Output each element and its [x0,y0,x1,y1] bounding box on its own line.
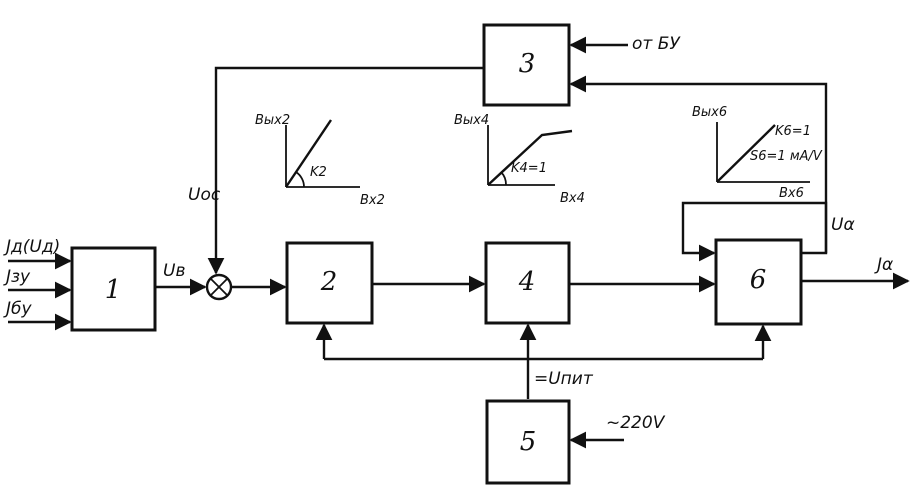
input-signal-3: Jбу [3,299,32,319]
block-3: 3 [482,23,571,107]
block-4-label: 4 [518,267,536,297]
block-4: 4 [484,241,571,325]
link-6-to-3 [569,75,828,253]
signal-ac-supply: ~220V [606,413,666,433]
signal-ja: Jα [874,255,893,275]
summing-junction [205,273,233,301]
feedback-line-uoc [207,66,484,275]
block-3-label: 3 [519,49,536,79]
block-1: 1 [70,246,157,332]
char-2-gain: K2 [310,165,327,180]
signal-uoc: Uос [188,185,221,205]
block-5: 5 [485,399,571,485]
char-2-out-axis: Вых2 [255,113,290,128]
char-6-out-axis: Вых6 [692,105,727,120]
characteristic-2: Вых2 K2 Вх2 [255,113,385,208]
char-4-in-axis: Вх4 [560,191,585,206]
input-signal-1: Jд(Uд) [3,237,60,257]
char-6-slope: S6=1 мА/V [750,149,823,164]
block-2-label: 2 [320,267,338,297]
block-2: 2 [285,241,374,325]
characteristic-6: Вых6 K6=1 S6=1 мА/V Вх6 [692,105,823,201]
block-6: 6 [714,238,803,326]
char-4-gain: K4=1 [511,161,547,176]
signal-ua: Uα [831,215,855,235]
characteristic-4: Вых4 K4=1 Вх4 [454,113,585,206]
char-6-gain: K6=1 [775,124,811,139]
char-6-in-axis: Вх6 [779,186,804,201]
signal-ue: Uв [163,261,185,281]
char-4-out-axis: Вых4 [454,113,489,128]
block-1-label: 1 [105,275,122,305]
signal-upit: =Uпит [534,369,594,389]
input-arrows-block-1 [8,252,72,331]
input-signal-2: Jзу [3,267,31,287]
char-2-in-axis: Вх2 [360,193,385,208]
block-6-local-loop [681,201,828,262]
block-5-label: 5 [520,427,537,457]
block-6-label: 6 [750,265,767,295]
signal-from-bu: от БУ [632,34,681,54]
